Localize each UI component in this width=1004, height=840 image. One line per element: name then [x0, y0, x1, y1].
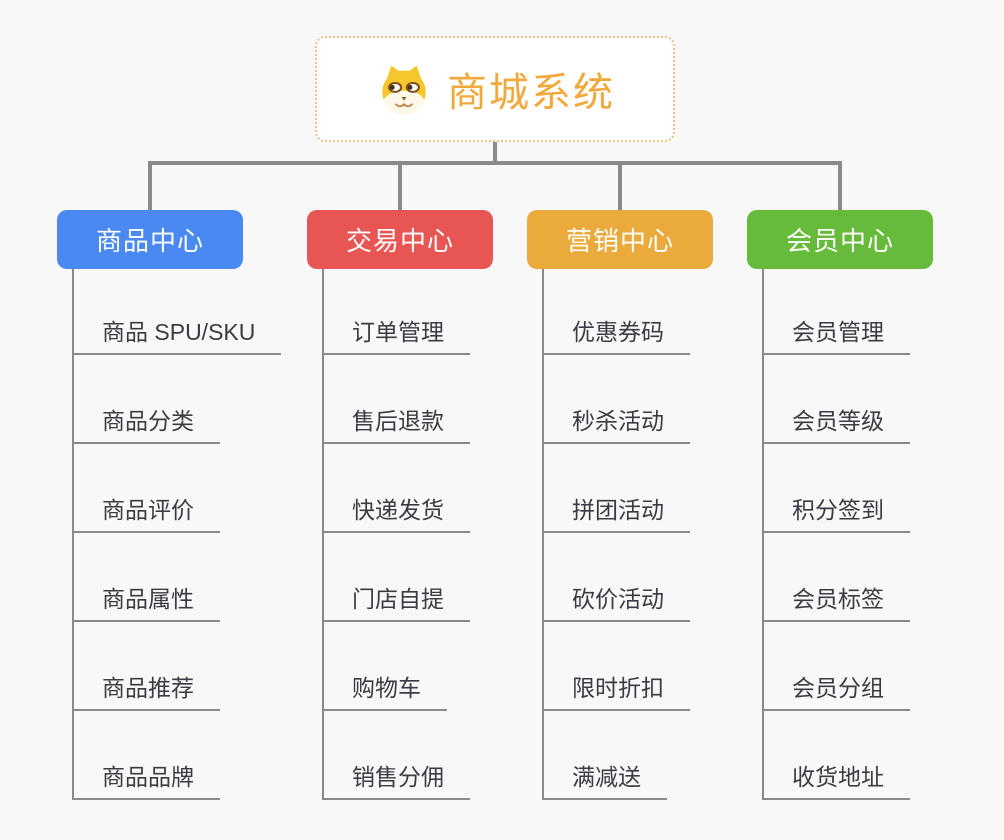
leaf-node[interactable]: 拼团活动 [544, 491, 690, 533]
leaf-node[interactable]: 砍价活动 [544, 580, 690, 622]
leaf-node[interactable]: 商品属性 [74, 580, 220, 622]
connector-root-stub [493, 142, 497, 165]
branch-node-member-center[interactable]: 会员中心 [747, 210, 933, 269]
leaf-node[interactable]: 订单管理 [324, 313, 470, 355]
leaf-node[interactable]: 优惠券码 [544, 313, 690, 355]
branch-label: 交易中心 [345, 226, 454, 256]
branch-children-member-center: 会员管理 会员等级 积分签到 会员标签 会员分组 收货地址 [762, 269, 910, 800]
connector-branch-stub [148, 161, 152, 210]
branch-children-trade-center: 订单管理 售后退款 快递发货 门店自提 购物车 销售分佣 [322, 269, 470, 800]
leaf-node[interactable]: 秒杀活动 [544, 402, 690, 444]
connector-horizontal [148, 161, 842, 165]
branch-node-product-center[interactable]: 商品中心 [57, 210, 243, 269]
leaf-node[interactable]: 积分签到 [764, 491, 910, 533]
leaf-node[interactable]: 会员标签 [764, 580, 910, 622]
leaf-node[interactable]: 商品推荐 [74, 669, 220, 711]
connector-branch-stub [618, 161, 622, 210]
leaf-node[interactable]: 门店自提 [324, 580, 470, 622]
leaf-node[interactable]: 售后退款 [324, 402, 470, 444]
connector-branch-stub [398, 161, 402, 210]
leaf-node[interactable]: 商品 SPU/SKU [74, 313, 282, 355]
branch-label: 商品中心 [95, 226, 204, 256]
leaf-node[interactable]: 收货地址 [764, 758, 910, 800]
branch-node-marketing-center[interactable]: 营销中心 [527, 210, 713, 269]
leaf-node[interactable]: 购物车 [324, 669, 447, 711]
root-title: 商城系统 [447, 71, 615, 115]
branch-children-marketing-center: 优惠券码 秒杀活动 拼团活动 砍价活动 限时折扣 满减送 [542, 269, 690, 800]
connector-branch-stub [838, 161, 842, 210]
branch-label: 会员中心 [785, 226, 894, 256]
branch-node-trade-center[interactable]: 交易中心 [307, 210, 493, 269]
leaf-node[interactable]: 商品评价 [74, 491, 220, 533]
leaf-node[interactable]: 限时折扣 [544, 669, 690, 711]
leaf-node[interactable]: 会员分组 [764, 669, 910, 711]
leaf-node[interactable]: 快递发货 [324, 491, 470, 533]
leaf-node[interactable]: 会员等级 [764, 402, 910, 444]
dog-face-icon [382, 65, 426, 114]
branch-label: 营销中心 [565, 226, 674, 256]
leaf-node[interactable]: 商品品牌 [74, 758, 220, 800]
root-node[interactable]: 商城系统 [315, 36, 675, 142]
leaf-node[interactable]: 商品分类 [74, 402, 220, 444]
leaf-node[interactable]: 销售分佣 [324, 758, 470, 800]
branch-children-product-center: 商品 SPU/SKU 商品分类 商品评价 商品属性 商品推荐 商品品牌 [72, 269, 282, 800]
leaf-node[interactable]: 会员管理 [764, 313, 910, 355]
leaf-node[interactable]: 满减送 [544, 758, 667, 800]
